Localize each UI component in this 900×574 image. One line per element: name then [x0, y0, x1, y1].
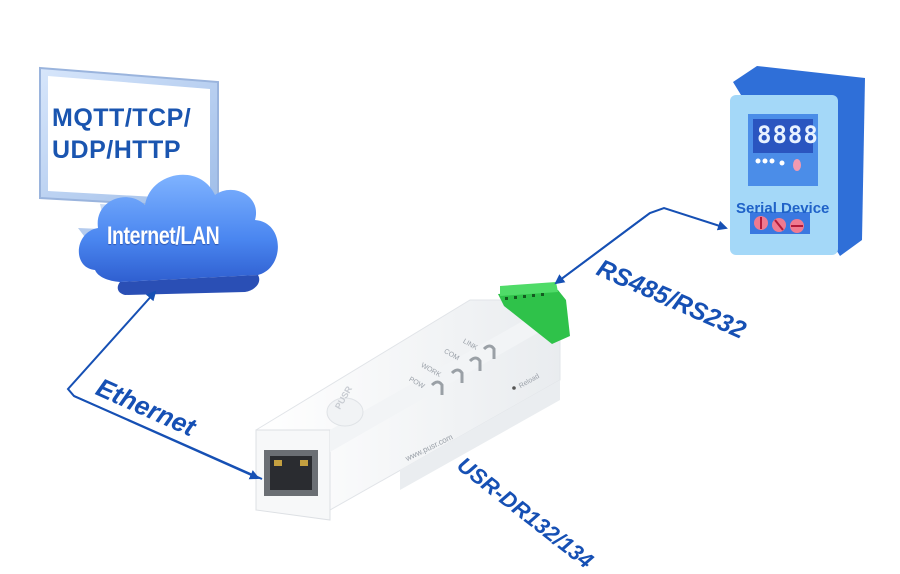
protocol-line-1: MQTT/TCP/: [52, 104, 192, 132]
monitor-protocol-label: MQTT/TCP/ UDP/HTTP: [52, 102, 191, 166]
protocol-line-2: UDP/HTTP: [52, 136, 181, 164]
ethernet-link-arrows: [66, 290, 263, 480]
serial-device-label: Serial Device: [736, 200, 830, 217]
serial-device-icon: [730, 66, 865, 256]
cloud-label: Internet/LAN: [107, 222, 220, 250]
cloud-icon: [78, 174, 278, 295]
serial-link-arrows: [554, 206, 728, 285]
product-device: [255, 282, 570, 521]
device-display-digits: 8888: [757, 121, 819, 149]
